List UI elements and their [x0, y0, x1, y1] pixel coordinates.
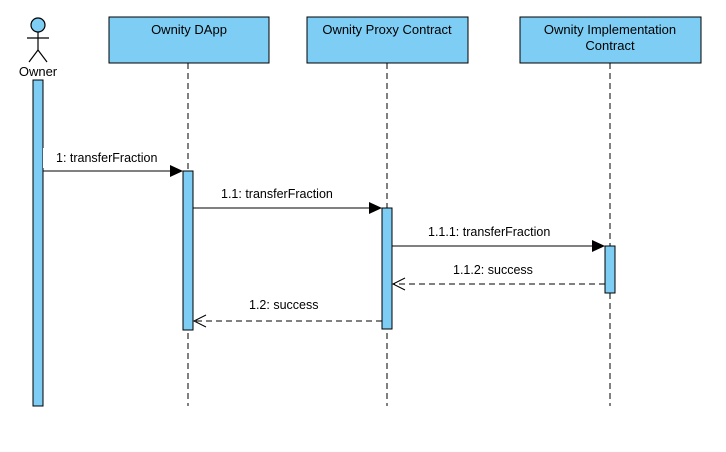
open-arrowhead-icon — [192, 314, 207, 328]
participant-proxy: Ownity Proxy Contract — [306, 16, 469, 406]
actor-stick-figure-icon — [27, 17, 49, 63]
message-1-1: 1.1: transferFraction — [193, 187, 382, 214]
participant-impl: Ownity Implementation Contract — [519, 16, 702, 406]
actor-owner: Owner — [19, 17, 58, 79]
actor-label: Owner — [19, 64, 58, 79]
message-label-bg — [43, 148, 176, 168]
participant-box-impl — [519, 16, 702, 64]
participant-label-dapp: Ownity DApp — [151, 22, 227, 37]
participant-label-impl-line1: Ownity Implementation — [544, 22, 676, 37]
activation-bar-impl — [604, 245, 616, 294]
message-label: 1.1: transferFraction — [221, 187, 333, 201]
participant-label-impl-line2: Contract — [585, 38, 635, 53]
message-1: 1: transferFraction — [43, 148, 183, 177]
filled-arrowhead-icon — [369, 202, 382, 214]
message-label: 1.1.1: transferFraction — [428, 225, 550, 239]
activation-bar-proxy — [381, 207, 393, 330]
message-1-2: 1.2: success — [192, 298, 382, 328]
filled-arrowhead-icon — [170, 165, 183, 177]
message-label: 1.2: success — [249, 298, 318, 312]
participant-box-dapp — [108, 16, 270, 64]
participant-label-proxy: Ownity Proxy Contract — [322, 22, 452, 37]
message-1-1-2: 1.1.2: success — [391, 263, 605, 291]
activation-bar-dapp — [182, 170, 194, 331]
message-1-1-1: 1.1.1: transferFraction — [392, 225, 605, 252]
message-label: 1.1.2: success — [453, 263, 533, 277]
owner-activation-bar — [32, 79, 44, 407]
message-label: 1: transferFraction — [56, 151, 157, 165]
open-arrowhead-icon — [391, 277, 406, 291]
participant-box-proxy — [306, 16, 469, 64]
filled-arrowhead-icon — [592, 240, 605, 252]
